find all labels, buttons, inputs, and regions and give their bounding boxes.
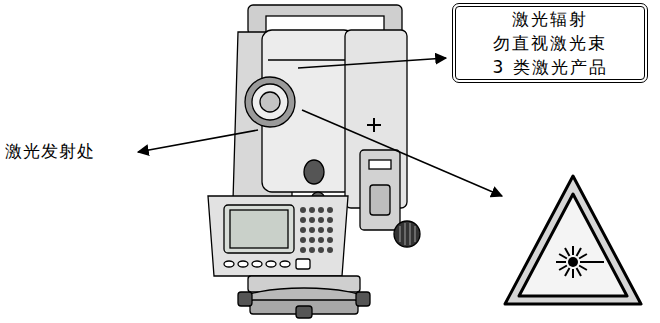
warning-label-box: 激光辐射勿直视激光束3 类激光产品 — [452, 3, 648, 83]
warning-text: 3 类激光产品 — [492, 55, 607, 79]
leader-arrow — [298, 58, 446, 68]
warning-text: 勿直视激光束 — [493, 31, 607, 55]
warning-text: 激光辐射 — [512, 7, 588, 31]
laser-warning-sign — [505, 176, 641, 304]
total-station — [208, 5, 420, 318]
leader-arrow — [138, 130, 258, 152]
part-label: 激光发射处 — [5, 140, 95, 162]
leader-arrow — [302, 110, 502, 196]
